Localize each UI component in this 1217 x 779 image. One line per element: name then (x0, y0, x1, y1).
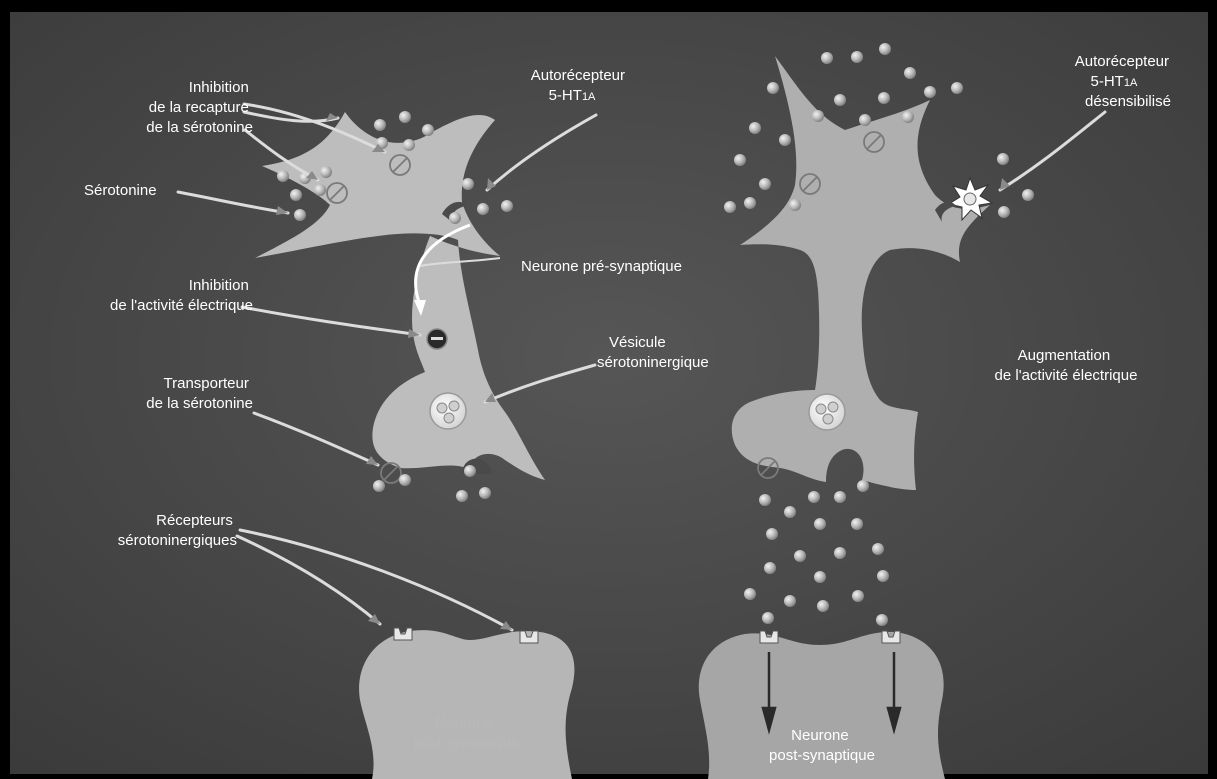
minus-bar (431, 337, 443, 340)
vesicle-granule (449, 401, 459, 411)
vesicle-granule (828, 402, 838, 412)
left-vesicle (430, 393, 466, 429)
label-neurone-pre: Neurone pré-synaptique (521, 258, 682, 275)
vesicle-granule (823, 414, 833, 424)
vesicle-granule (444, 413, 454, 423)
left-postsynaptic-neuron (359, 630, 574, 779)
vesicle-granule (437, 403, 447, 413)
label-serotonine: Sérotonine (84, 182, 157, 199)
vesicle-granule (816, 404, 826, 414)
right-vesicle (809, 394, 845, 430)
